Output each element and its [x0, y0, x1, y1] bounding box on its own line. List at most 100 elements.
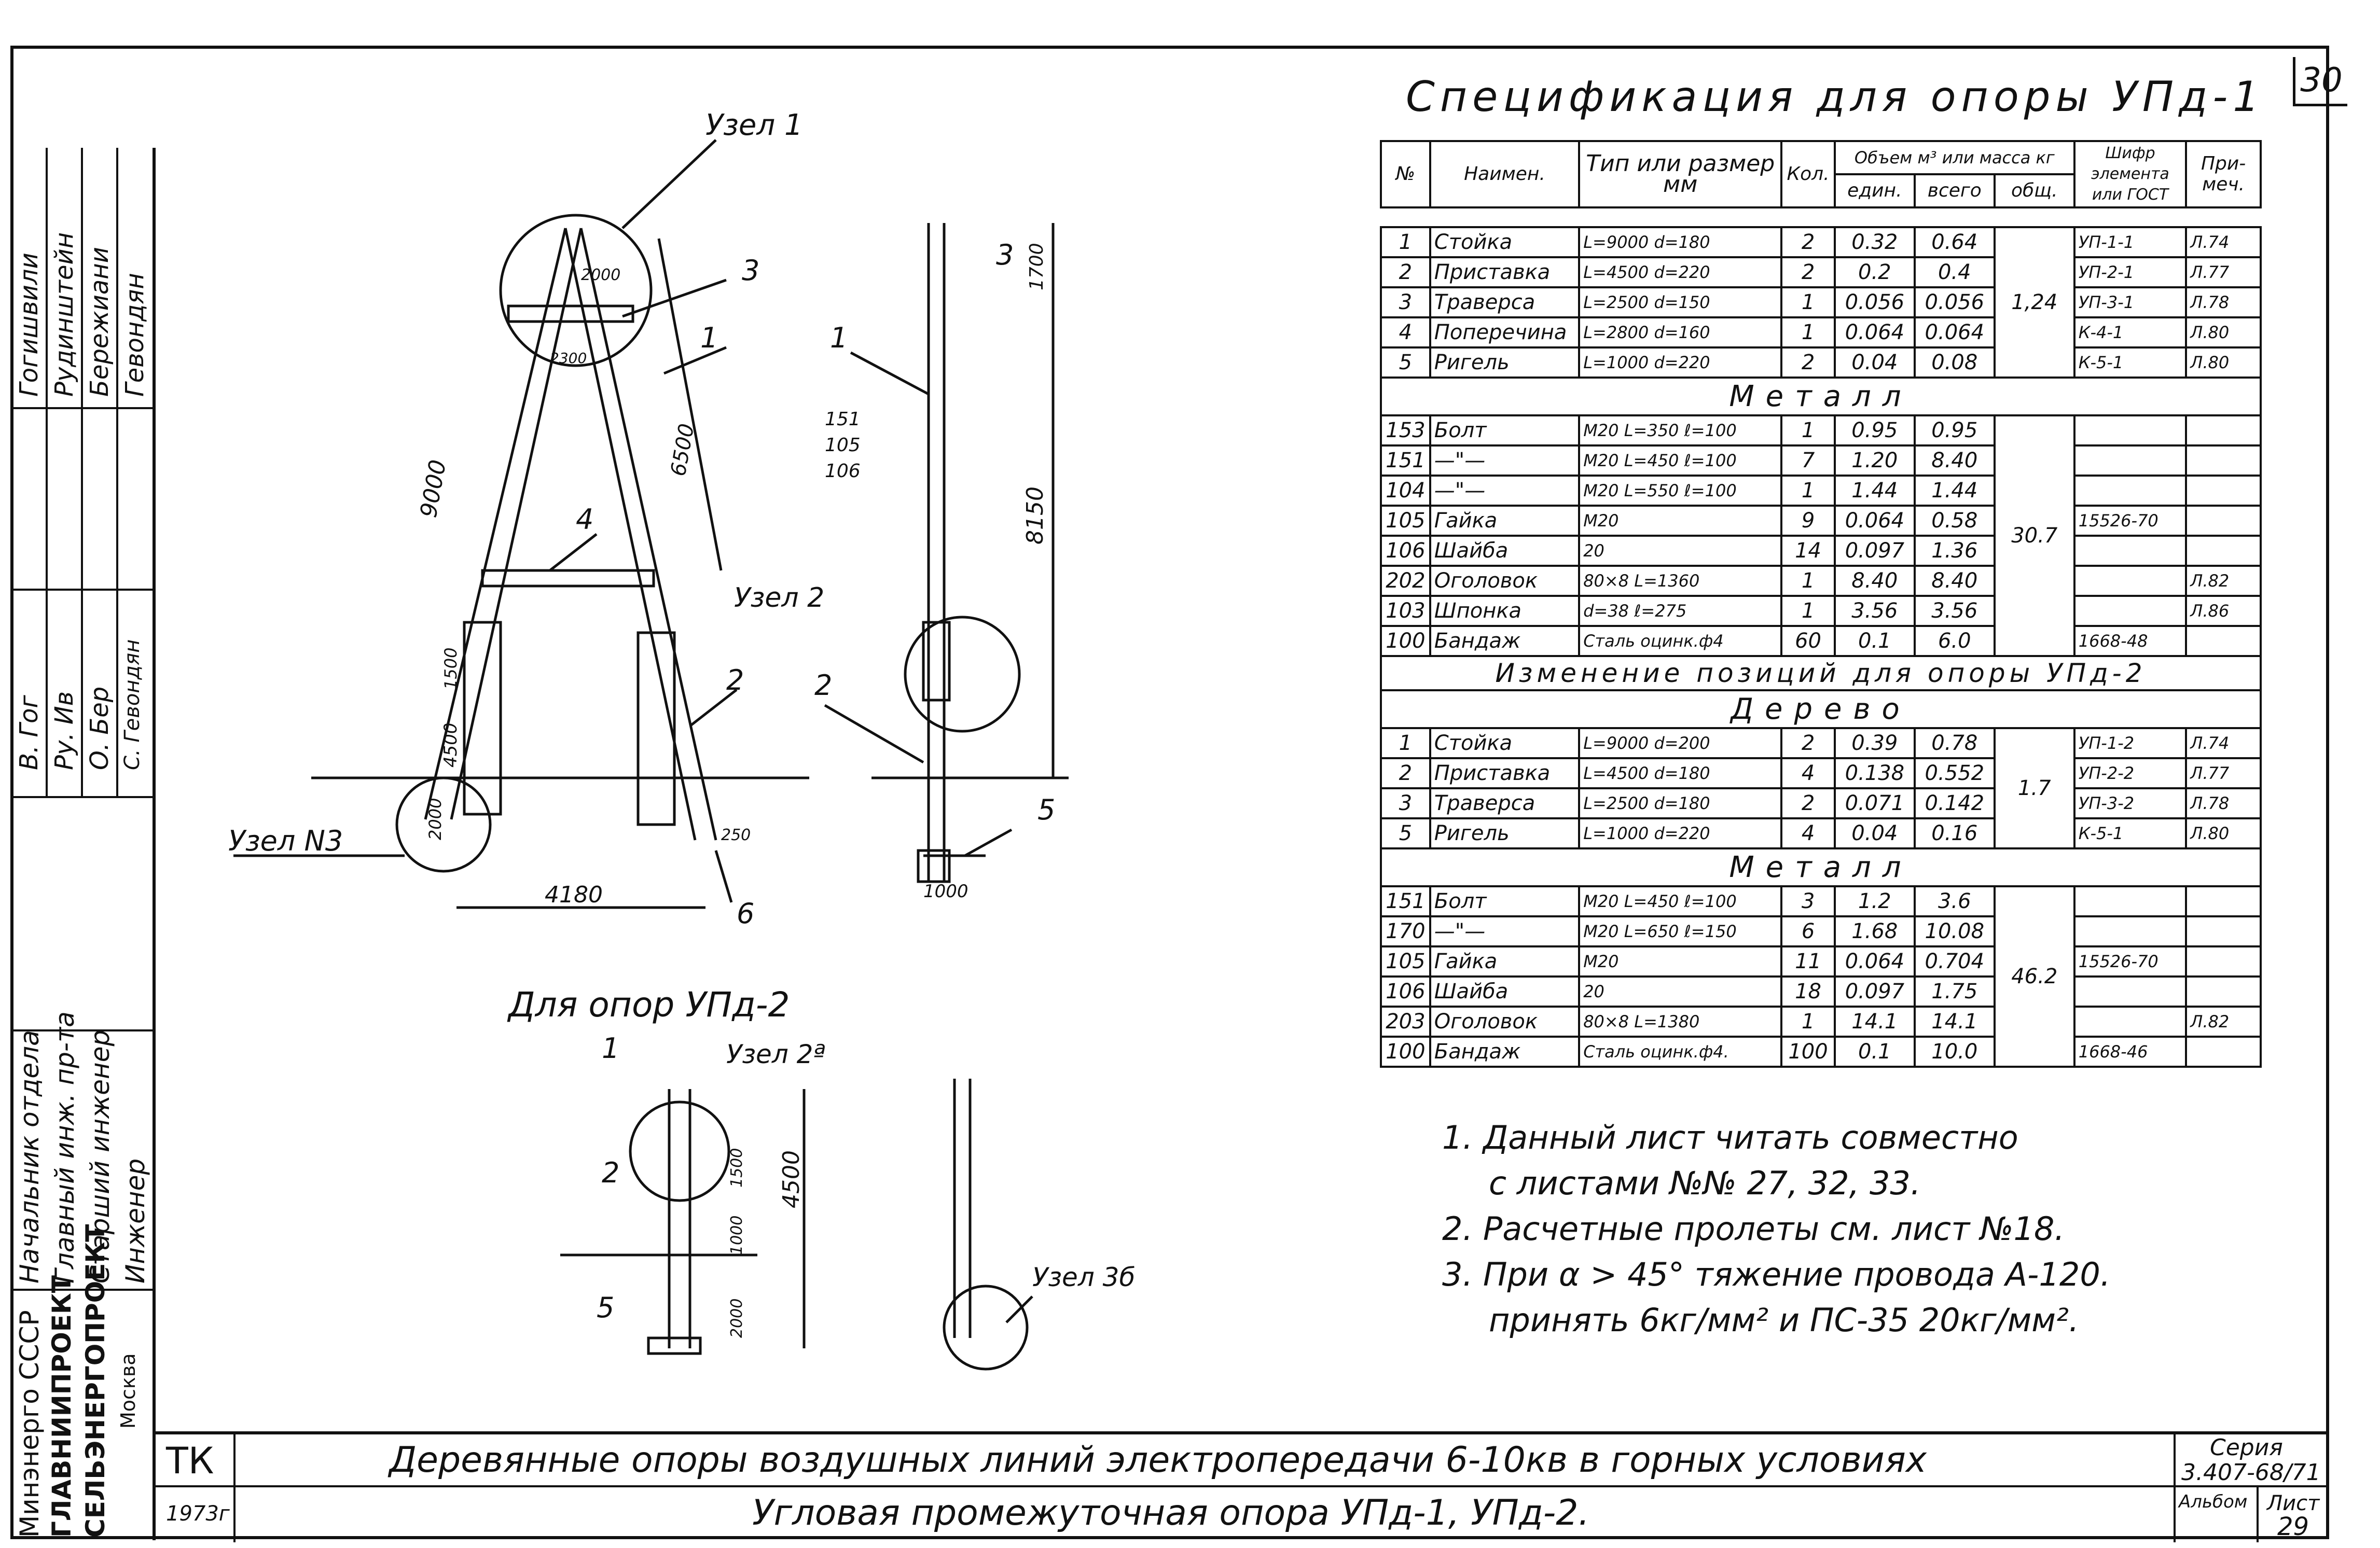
label-p1: 1: [700, 322, 718, 354]
cell-total: 0.142: [1913, 787, 1996, 819]
label-node2: Узел 2: [734, 582, 824, 613]
cell-cipher: [2073, 915, 2188, 947]
dim-1000: 1000: [923, 881, 968, 902]
cell-type: Сталь оцинк.ф4: [1578, 625, 1783, 657]
header-type: Тип или размер мм: [1578, 140, 1783, 208]
label-p4: 4: [576, 503, 593, 536]
cell-total: 0.58: [1913, 505, 1996, 537]
cell-note: [2185, 444, 2262, 477]
cell-note: Л.82: [2185, 1006, 2262, 1038]
cell-unit: 0.39: [1833, 727, 1916, 759]
cell-name: Оголовок: [1429, 1006, 1581, 1038]
cell-qty: 11: [1780, 945, 1836, 978]
cell-qty: 2: [1780, 226, 1836, 258]
cell-note: [2185, 475, 2262, 507]
cell-unit: 1.68: [1833, 915, 1916, 947]
cell-no: 2: [1380, 256, 1431, 288]
cell-total: 0.95: [1913, 414, 1996, 447]
cell-type: M20 L=350 ℓ=100: [1578, 414, 1783, 447]
cell-name: —"—: [1429, 475, 1581, 507]
cell-no: 151: [1380, 885, 1431, 917]
role-1: Главный инж. пр-та: [50, 1011, 80, 1284]
cell-qty: 1: [1780, 475, 1836, 507]
cell-qty: 9: [1780, 505, 1836, 537]
cell-total: 6.0: [1913, 625, 1996, 657]
name-2: Бережиани: [85, 247, 114, 397]
cell-unit: 0.04: [1833, 817, 1916, 849]
cell-cipher: УП-2-2: [2073, 757, 2188, 789]
header-no: №: [1380, 140, 1431, 208]
cell-type: M20 L=450 ℓ=100: [1578, 444, 1783, 477]
dim-e1000: 1000: [728, 1216, 746, 1255]
cell-unit: 3.56: [1833, 595, 1916, 627]
cell-name: Стойка: [1429, 226, 1581, 258]
cell-name: Приставка: [1429, 256, 1581, 288]
cell-note: [2185, 945, 2262, 978]
dim-2000b: 2000: [425, 798, 445, 840]
cell-name: Шпонка: [1429, 595, 1581, 627]
cell-unit: 0.2: [1833, 256, 1916, 288]
cell-no: 170: [1380, 915, 1431, 947]
cell-no: 3: [1380, 787, 1431, 819]
cell-name: Шайба: [1429, 535, 1581, 567]
cell-unit: 1.44: [1833, 475, 1916, 507]
header-general: общ.: [1993, 173, 2075, 208]
cell-type: L=1000 d=220: [1578, 817, 1783, 849]
cell-unit: 14.1: [1833, 1006, 1916, 1038]
cell-total: 0.704: [1913, 945, 1996, 978]
specification-table: № Наимен. Тип или размер мм Кол. Объем м…: [1380, 140, 2262, 1068]
cell-general: 46.2: [1993, 885, 2075, 1068]
cell-no: 104: [1380, 475, 1431, 507]
cell-general: 30.7: [1993, 414, 2075, 657]
cell-qty: 60: [1780, 625, 1836, 657]
dim-e4500: 4500: [778, 1150, 805, 1208]
cell-note: [2185, 414, 2262, 447]
cell-cipher: 15526-70: [2073, 945, 2188, 978]
cell-cipher: [2073, 885, 2188, 917]
cell-unit: 1.2: [1833, 885, 1916, 917]
dim-e1500: 1500: [728, 1148, 746, 1188]
cell-type: 80×8 L=1360: [1578, 565, 1783, 597]
cell-no: 105: [1380, 505, 1431, 537]
cell-cipher: 15526-70: [2073, 505, 2188, 537]
cell-cipher: [2073, 595, 2188, 627]
cell-total: 14.1: [1913, 1006, 1996, 1038]
cell-total: 8.40: [1913, 444, 1996, 477]
name-1: Рудинштейн: [50, 232, 79, 397]
cell-type: M20: [1578, 945, 1783, 978]
cell-type: L=1000 d=220: [1578, 346, 1783, 379]
cell-type: L=2500 d=150: [1578, 286, 1783, 318]
cell-unit: 0.1: [1833, 1036, 1916, 1068]
cell-total: 0.64: [1913, 226, 1996, 258]
cell-no: 5: [1380, 817, 1431, 849]
cell-unit: 0.04: [1833, 346, 1916, 379]
cell-cipher: [2073, 414, 2188, 447]
label-p6: 6: [737, 897, 754, 930]
cell-unit: 0.32: [1833, 226, 1916, 258]
corner-sheet-number: 30: [2293, 57, 2347, 106]
cell-qty: 1: [1780, 595, 1836, 627]
cell-cipher: УП-3-2: [2073, 787, 2188, 819]
cell-name: Гайка: [1429, 945, 1581, 978]
cell-type: L=4500 d=180: [1578, 757, 1783, 789]
signature-1: Ру. Ив: [50, 691, 79, 770]
drawing-frame: [10, 46, 2329, 1539]
cell-total: 10.08: [1913, 915, 1996, 947]
table-header-row: № Наимен. Тип или размер мм Кол. Объем м…: [1380, 140, 2262, 208]
cell-cipher: К-5-1: [2073, 346, 2188, 379]
dim-8150: 8150: [1022, 486, 1048, 545]
dim-4180: 4180: [545, 882, 603, 908]
cell-name: Бандаж: [1429, 625, 1581, 657]
cell-name: Оголовок: [1429, 565, 1581, 597]
header-volume-group: Объем м³ или масса кг: [1833, 140, 2075, 175]
cell-total: 8.40: [1913, 565, 1996, 597]
label-b151: 151: [825, 409, 861, 430]
